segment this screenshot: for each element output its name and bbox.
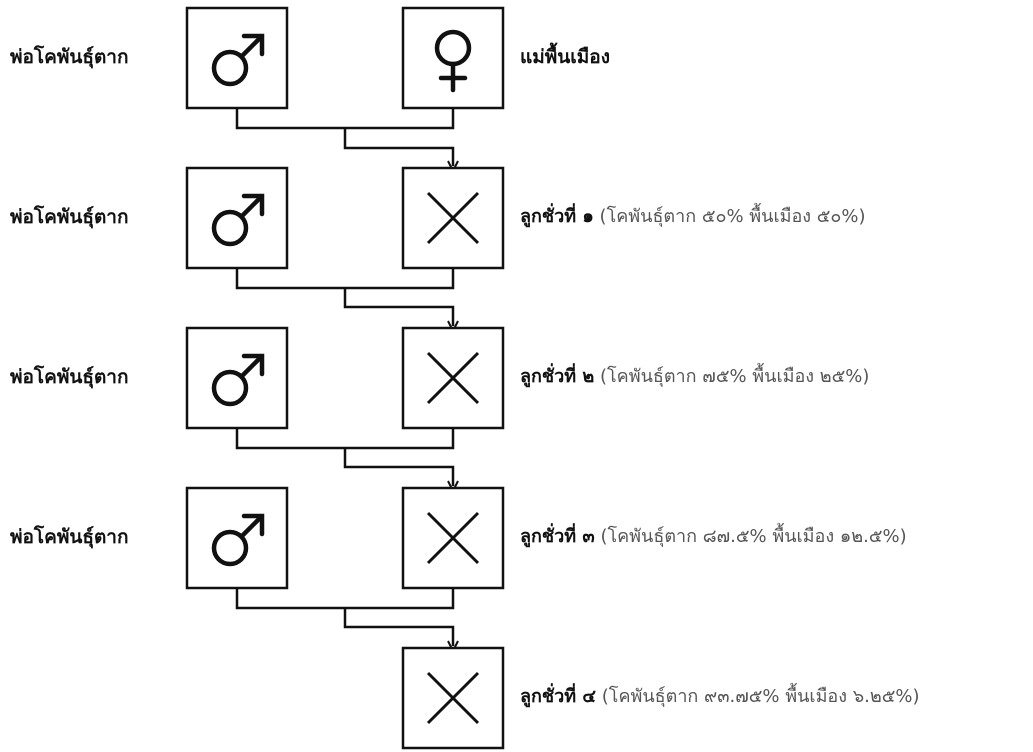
cross-icon (426, 351, 480, 405)
connector-gen2-to-gen3 (235, 428, 453, 486)
offspring-box-gen3 (401, 486, 505, 590)
offspring-title: ลูกชั่วที่ ๓ (520, 526, 595, 547)
offspring-box-gen4 (401, 646, 505, 750)
offspring-detail: (โคพันธุ์ตาก ๙๓.๗๕% พื้นเมือง ๖.๒๕%) (601, 686, 920, 707)
mother-box-parent (401, 6, 505, 110)
offspring-detail: (โคพันธุ์ตาก ๘๗.๕% พื้นเมือง ๑๒.๕%) (600, 526, 907, 547)
male-symbol-icon (211, 513, 265, 567)
cross-icon (426, 511, 480, 565)
offspring-detail: (โคพันธุ์ตาก ๕๐% พื้นเมือง ๕๐%) (599, 206, 866, 227)
female-symbol-icon (434, 29, 472, 93)
connector-parents-to-gen1 (235, 108, 453, 166)
father-label-parent: พ่อโคพันธุ์ตาก (10, 46, 129, 68)
father-box-gen3 (185, 486, 289, 590)
cross-icon (426, 671, 480, 725)
offspring-box-gen1 (401, 166, 505, 270)
offspring-label-gen3: ลูกชั่วที่ ๓ (โคพันธุ์ตาก ๘๗.๕% พื้นเมือ… (520, 528, 907, 546)
male-symbol-icon (211, 33, 265, 87)
father-box-gen1 (185, 166, 289, 270)
offspring-label-gen2: ลูกชั่วที่ ๒ (โคพันธุ์ตาก ๗๕% พื้นเมือง … (520, 368, 869, 386)
father-box-gen2 (185, 326, 289, 430)
offspring-title: ลูกชั่วที่ ๔ (520, 686, 597, 707)
offspring-label-gen4: ลูกชั่วที่ ๔ (โคพันธุ์ตาก ๙๓.๗๕% พื้นเมื… (520, 688, 920, 706)
connector-gen1-to-gen2 (235, 268, 453, 326)
male-symbol-icon (211, 353, 265, 407)
mother-label: แม่พื้นเมือง (520, 46, 610, 68)
cross-icon (426, 191, 480, 245)
connector-gen3-to-gen4 (235, 588, 453, 646)
father-label-gen1: พ่อโคพันธุ์ตาก (10, 206, 129, 228)
father-label-gen2: พ่อโคพันธุ์ตาก (10, 366, 129, 388)
offspring-title: ลูกชั่วที่ ๑ (520, 206, 594, 227)
offspring-title: ลูกชั่วที่ ๒ (520, 366, 595, 387)
father-label-gen3: พ่อโคพันธุ์ตาก (10, 526, 129, 548)
male-symbol-icon (211, 193, 265, 247)
offspring-detail: (โคพันธุ์ตาก ๗๕% พื้นเมือง ๒๕%) (599, 366, 870, 387)
offspring-label-gen1: ลูกชั่วที่ ๑ (โคพันธุ์ตาก ๕๐% พื้นเมือง … (520, 208, 866, 226)
father-box-parent (185, 6, 289, 110)
offspring-box-gen2 (401, 326, 505, 430)
